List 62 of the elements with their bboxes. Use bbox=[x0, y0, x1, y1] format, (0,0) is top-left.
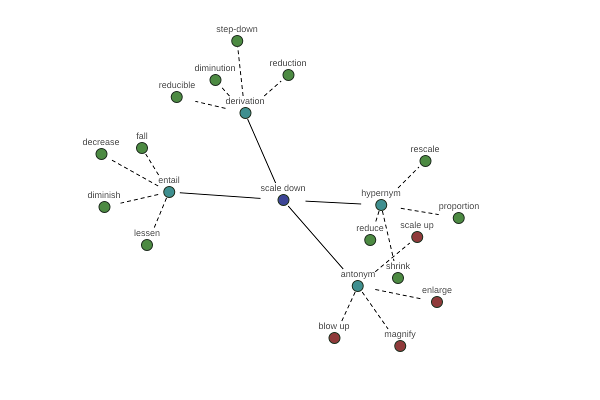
connector-line bbox=[264, 80, 282, 96]
word-node bbox=[410, 144, 440, 167]
word-label: decrease bbox=[82, 137, 120, 147]
connector-line bbox=[247, 118, 276, 184]
word-label: hypernym bbox=[361, 188, 401, 198]
word-label: antonym bbox=[340, 269, 376, 279]
word-node bbox=[361, 188, 401, 211]
connector-line bbox=[179, 192, 261, 199]
word-node bbox=[400, 220, 434, 243]
word-node bbox=[136, 131, 148, 154]
word-label: diminish bbox=[88, 190, 120, 200]
word-label: derivation bbox=[225, 96, 265, 106]
word-node bbox=[225, 96, 265, 119]
word-node bbox=[384, 329, 416, 352]
word-label: proportion bbox=[438, 201, 480, 211]
word-node bbox=[340, 269, 376, 292]
word-node bbox=[269, 58, 307, 81]
word-node bbox=[88, 190, 120, 213]
word-label: fall bbox=[136, 131, 148, 141]
word-node bbox=[134, 228, 160, 251]
word-label: rescale bbox=[410, 144, 440, 154]
connector-line bbox=[120, 194, 159, 204]
word-node bbox=[194, 63, 236, 86]
word-label: reduce bbox=[356, 223, 384, 233]
word-node bbox=[438, 201, 480, 224]
word-node bbox=[158, 80, 196, 103]
connector-line bbox=[145, 154, 160, 176]
word-label: enlarge bbox=[422, 285, 452, 295]
word-label: scale up bbox=[400, 220, 434, 230]
connector-line bbox=[341, 292, 356, 322]
word-label: diminution bbox=[194, 63, 236, 73]
word-node bbox=[356, 223, 384, 246]
word-label: step-down bbox=[216, 24, 258, 34]
word-label: reduction bbox=[269, 58, 307, 68]
connector-line bbox=[374, 242, 410, 272]
connector-line bbox=[374, 210, 380, 224]
word-label: shrink bbox=[386, 261, 410, 271]
word-node bbox=[260, 183, 306, 206]
connector-line bbox=[194, 100, 226, 109]
connector-line bbox=[374, 289, 422, 300]
word-label: reducible bbox=[158, 80, 196, 90]
word-label: entail bbox=[158, 175, 180, 185]
word-label: lessen bbox=[134, 228, 160, 238]
connector-line bbox=[305, 200, 362, 204]
word-node bbox=[318, 321, 350, 344]
connector-line bbox=[382, 210, 394, 262]
connector-line bbox=[154, 198, 167, 228]
word-node bbox=[216, 24, 258, 47]
word-label: magnify bbox=[384, 329, 416, 339]
word-node bbox=[422, 285, 452, 308]
word-node bbox=[386, 261, 410, 284]
word-node bbox=[82, 137, 120, 160]
connector-line bbox=[220, 86, 230, 96]
connector-line bbox=[362, 292, 389, 330]
connector-line bbox=[398, 166, 420, 188]
connector-line bbox=[111, 160, 159, 186]
word-node bbox=[158, 175, 180, 198]
connector-line bbox=[400, 208, 440, 216]
word-label: scale down bbox=[260, 183, 306, 193]
connector-line bbox=[288, 206, 344, 270]
connector-line bbox=[237, 46, 244, 96]
word-label: blow up bbox=[318, 321, 350, 331]
